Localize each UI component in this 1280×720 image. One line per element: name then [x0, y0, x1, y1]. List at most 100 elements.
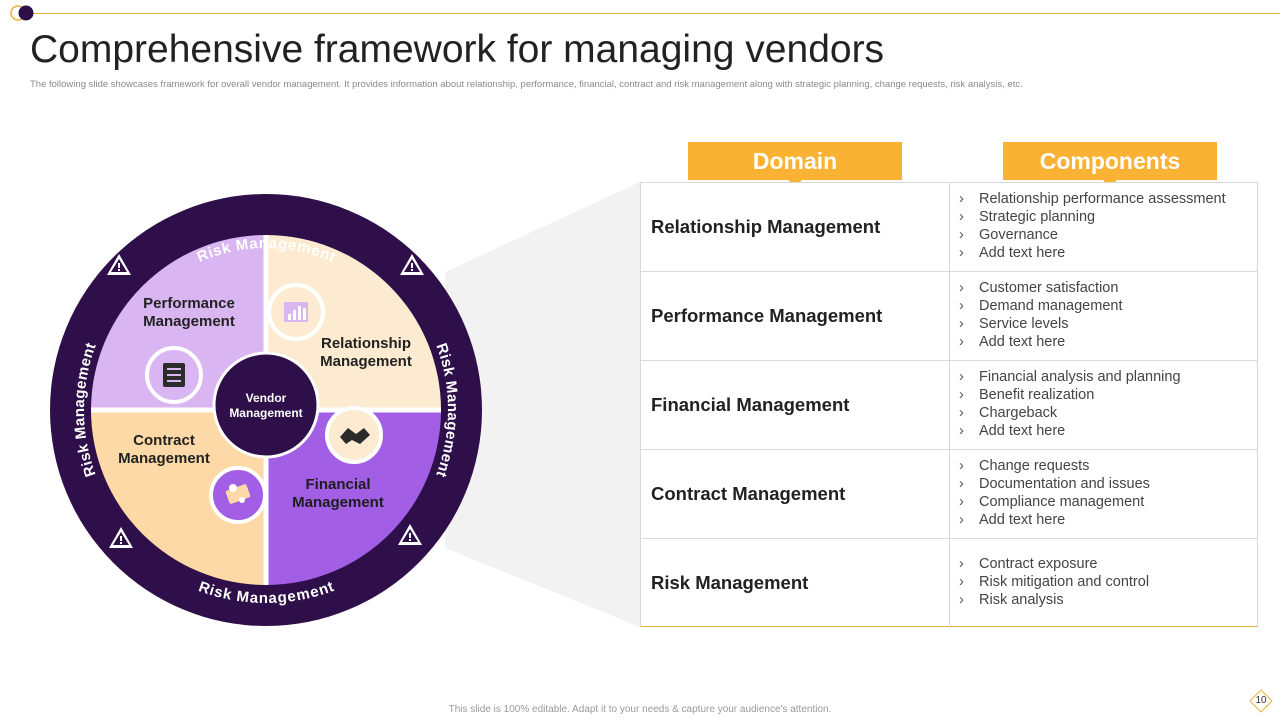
chevron-right-icon: ›: [959, 369, 964, 386]
chevron-right-icon: ›: [959, 191, 964, 208]
contract-label-line2: Management: [118, 450, 210, 467]
money-icon: [225, 484, 251, 504]
component-item: › Add text here: [959, 512, 1254, 530]
domain-cell: Performance Management: [651, 305, 883, 326]
warning-icon: [400, 254, 424, 275]
component-item: ›Chargeback: [959, 405, 1254, 423]
quadrant-contract: [91, 410, 266, 585]
table-row: Performance Management ›Customer satisfac…: [641, 272, 1257, 361]
chevron-right-icon: ›: [959, 227, 964, 243]
component-item: › Add text here: [959, 245, 1254, 263]
quadrant-relationship: [266, 235, 441, 410]
component-item: › Service levels: [959, 316, 1254, 334]
components-cell: › Contract exposure › Risk mitigation and c…: [959, 539, 1254, 627]
components-header: Components: [1003, 142, 1217, 187]
component-item: › Change requests: [959, 458, 1254, 476]
component-text: Relationship performance assessment: [979, 191, 1226, 208]
warning-icon: [109, 527, 133, 548]
checklist-icon: [163, 363, 185, 387]
bar-chart-icon: [284, 302, 308, 322]
component-text: Risk mitigation and control: [979, 574, 1150, 591]
performance-label-line2: Management: [143, 313, 235, 330]
chevron-right-icon: ›: [959, 458, 964, 475]
chevron-right-icon: ›: [959, 209, 964, 226]
chevron-right-icon: ›: [959, 280, 964, 297]
components-cell: › Relationship performance assessment › Str…: [959, 183, 1254, 271]
domain-cell: Financial Management: [651, 394, 850, 415]
component-item: › Benefit realization: [959, 387, 1254, 405]
component-text: Strategic planning: [979, 209, 1096, 226]
financial-label-line2: Management: [292, 494, 384, 511]
component-text: Contract exposure: [979, 556, 1098, 573]
component-item: › Governance: [959, 227, 1254, 245]
component-item: › Risk analysis: [959, 592, 1254, 610]
chevron-right-icon: ›: [959, 494, 964, 510]
component-item: › Add text here: [959, 334, 1254, 352]
chevron-right-icon: ›: [959, 511, 964, 528]
footer-note: This slide is 100% editable. Adapt it to…: [448, 704, 832, 715]
contract-label-line1: Contract: [133, 432, 195, 449]
component-text: Documentation and issues: [979, 476, 1150, 493]
component-text: Add text here: [979, 244, 1066, 261]
chevron-right-icon: ›: [959, 244, 964, 261]
chevron-right-icon: ›: [959, 556, 964, 573]
component-text: Change requests: [979, 458, 1090, 475]
center-circle: [212, 351, 320, 459]
components-header-label: Components: [1039, 148, 1181, 174]
component-text: Financial analysis and planning: [979, 369, 1181, 386]
table-row: Risk Management › Contract exposure › Risk m…: [641, 539, 1257, 628]
domain-cell: Contract Management: [651, 483, 846, 504]
page-title: Comprehensive framework for managing ven…: [30, 28, 885, 71]
component-item: › Contract exposure: [959, 556, 1254, 574]
chevron-right-icon: ›: [959, 387, 964, 404]
domain-cell: Risk Management: [651, 572, 809, 593]
vendor-wheel-diagram: Vendor Management Performance Management…: [50, 194, 482, 626]
handshake-icon: [340, 428, 370, 444]
component-text: Demand management: [979, 298, 1123, 315]
component-text: Add text here: [979, 422, 1066, 439]
chevron-right-icon: ›: [959, 333, 964, 350]
table-row: Contract Management › Change requests › Docu…: [641, 450, 1257, 539]
component-item: › Risk mitigation and control: [959, 574, 1254, 592]
component-item: › Financial analysis and planning: [959, 369, 1254, 387]
domain-header-label: Domain: [752, 148, 838, 174]
chevron-right-icon: ›: [959, 316, 964, 332]
component-text: Add text here: [979, 333, 1066, 350]
component-item: ›Customer satisfaction: [959, 280, 1254, 298]
chevron-right-icon: ›: [959, 574, 964, 591]
components-cell: › Financial analysis and planning › Benefit…: [959, 361, 1254, 449]
components-cell: › Change requests › Documentation and issue…: [959, 450, 1254, 538]
table-row: Relationship Management › Relationship per…: [641, 183, 1257, 272]
component-item: › Relationship performance assessment: [959, 191, 1254, 209]
chevron-right-icon: ›: [959, 422, 964, 439]
chevron-right-icon: ›: [959, 298, 964, 315]
component-item: › Add text here: [959, 423, 1254, 441]
page-number-badge: 10: [1249, 689, 1273, 713]
component-item: › Demand management: [959, 298, 1254, 316]
framework-table: Relationship Management › Relationship per…: [640, 182, 1258, 628]
relationship-label-line1: Relationship: [321, 335, 411, 352]
page-number: 10: [1255, 695, 1267, 706]
logo-icon: [10, 5, 34, 21]
domain-cell: Relationship Management: [651, 216, 881, 237]
top-accent-line: [30, 13, 1280, 14]
component-text: Benefit realization: [979, 387, 1095, 404]
component-text: Service levels: [979, 316, 1069, 332]
page-subtitle: The following slide showcases framework …: [30, 79, 1023, 90]
quadrant-financial: [266, 410, 441, 585]
component-text: Governance: [979, 227, 1058, 243]
component-text: Chargeback: [979, 405, 1058, 421]
chevron-right-icon: ›: [959, 591, 964, 608]
component-text: Add text here: [979, 511, 1066, 528]
relationship-label-line2: Management: [320, 353, 412, 370]
components-cell: ›Customer satisfaction›Demand management…: [959, 272, 1254, 360]
component-text: Compliance management: [979, 494, 1145, 510]
center-label-line2: Management: [229, 406, 302, 420]
warning-icon: [107, 254, 131, 275]
center-label-line1: Vendor: [246, 391, 287, 405]
chevron-right-icon: ›: [959, 476, 964, 493]
component-text: Risk analysis: [979, 591, 1064, 608]
component-item: › Strategic planning: [959, 209, 1254, 227]
financial-label-line1: Financial: [305, 476, 370, 493]
